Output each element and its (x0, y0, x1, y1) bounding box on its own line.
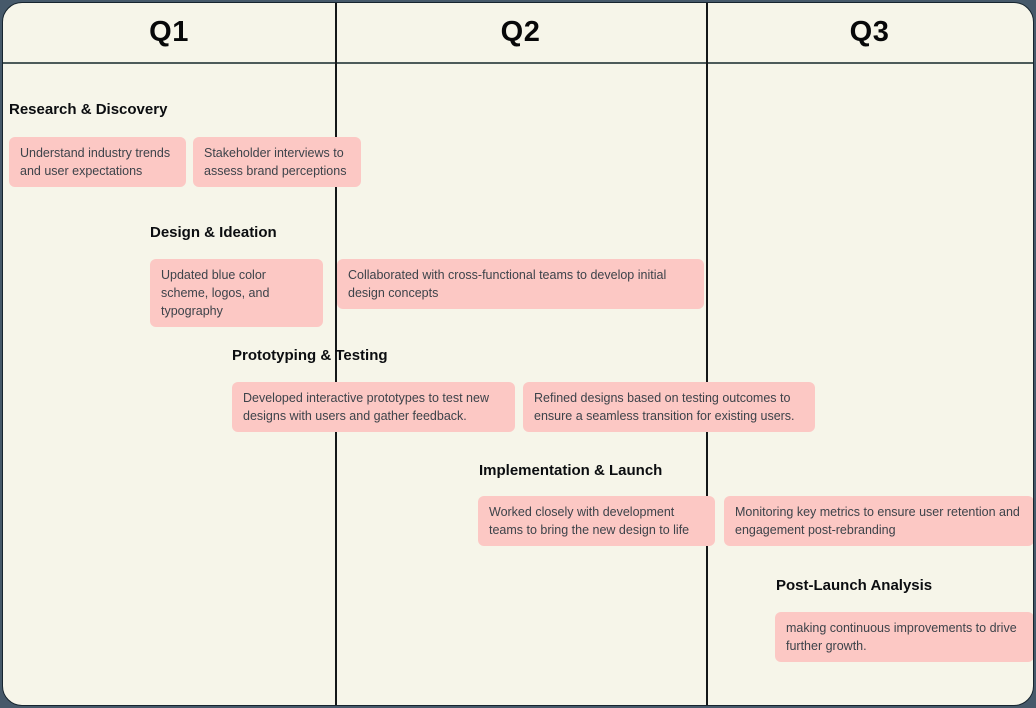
phase-title-design-ideation: Design & Ideation (150, 224, 277, 241)
column-header-q3: Q3 (706, 3, 1033, 62)
column-divider-q2-q3 (706, 3, 708, 705)
task-card-design-2[interactable]: Collaborated with cross-functional teams… (337, 259, 704, 309)
task-card-post-launch-1[interactable]: making continuous improvements to drive … (775, 612, 1033, 662)
task-card-design-1[interactable]: Updated blue color scheme, logos, and ty… (150, 259, 323, 327)
task-card-research-2[interactable]: Stakeholder interviews to assess brand p… (193, 137, 361, 187)
task-card-research-1[interactable]: Understand industry trends and user expe… (9, 137, 186, 187)
phase-title-prototyping-testing: Prototyping & Testing (232, 347, 388, 364)
column-divider-q1-q2 (335, 3, 337, 705)
task-card-implementation-2[interactable]: Monitoring key metrics to ensure user re… (724, 496, 1033, 546)
task-card-prototyping-2[interactable]: Refined designs based on testing outcome… (523, 382, 815, 432)
phase-title-post-launch-analysis: Post-Launch Analysis (776, 577, 933, 594)
quarter-header-row: Q1 Q2 Q3 (3, 3, 1033, 64)
column-header-q3-label: Q3 (849, 16, 890, 48)
phase-title-research-discovery: Research & Discovery (9, 101, 168, 118)
column-header-q1: Q1 (3, 3, 335, 62)
column-header-q2: Q2 (335, 3, 706, 62)
task-card-prototyping-1[interactable]: Developed interactive prototypes to test… (232, 382, 515, 432)
task-card-implementation-1[interactable]: Worked closely with development teams to… (478, 496, 715, 546)
column-header-q1-label: Q1 (149, 16, 189, 48)
column-header-q2-label: Q2 (500, 16, 541, 48)
phase-title-implementation-launch: Implementation & Launch (479, 462, 663, 479)
